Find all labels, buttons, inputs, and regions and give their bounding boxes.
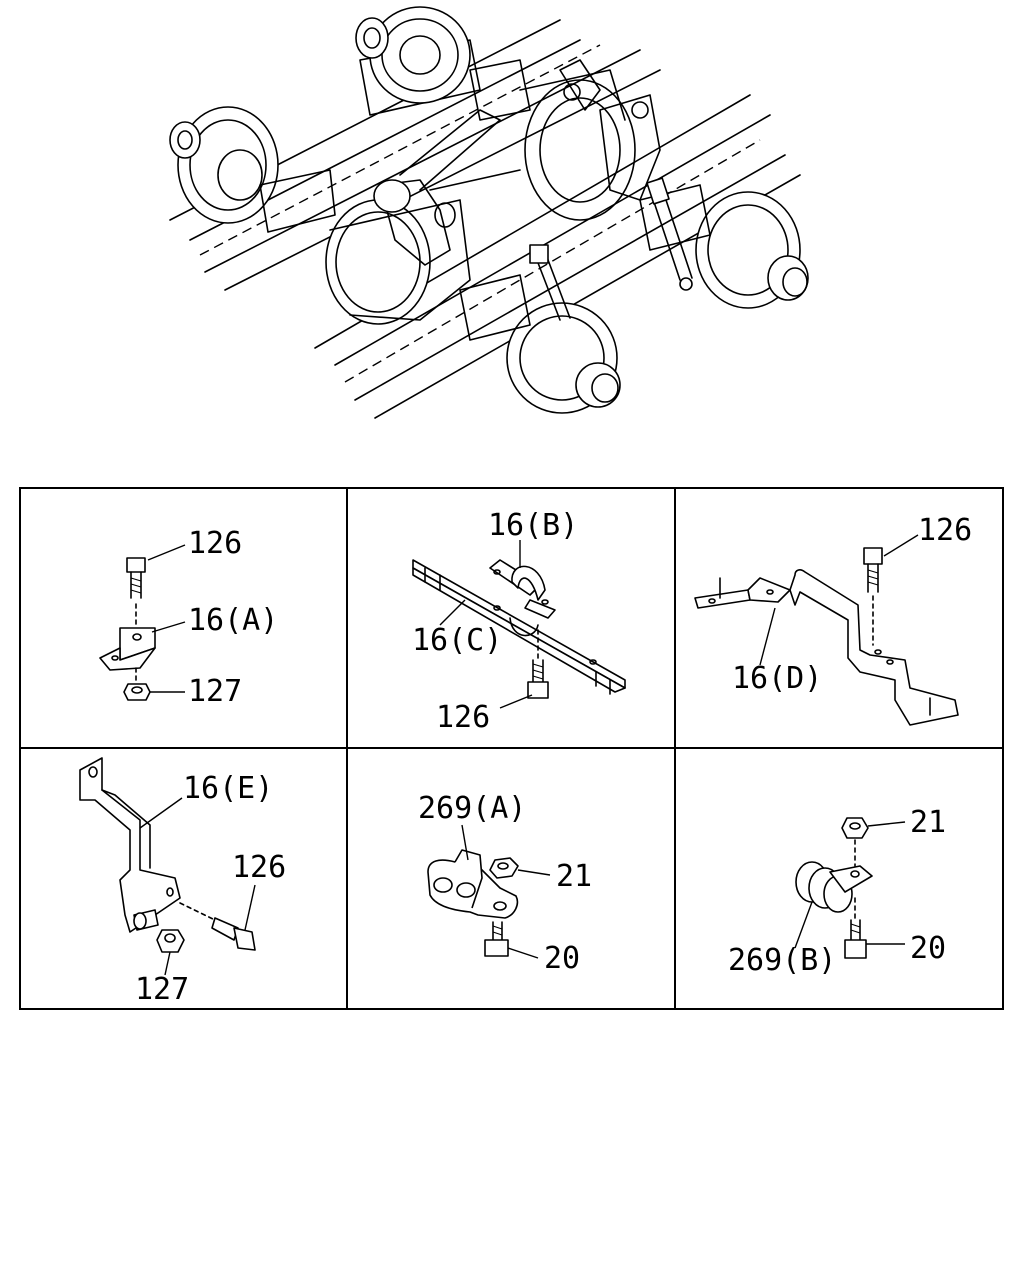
- front-right-hub: [459, 244, 621, 414]
- label-nut-21: 21: [556, 859, 592, 894]
- label-grommet-269b: 269(B): [728, 943, 836, 978]
- bolt-icon: [484, 921, 509, 957]
- panel-16b-16c: 16(B) 16(C) 126: [412, 508, 626, 735]
- label-grommet-269a: 269(A): [418, 791, 526, 826]
- label-bracket-16a: 16(A): [188, 603, 278, 638]
- stud-icon: [133, 909, 159, 931]
- panel-16d: 126 16(D): [694, 513, 972, 726]
- axle-assembly-illustration: [169, 6, 809, 419]
- label-bolt-20: 20: [910, 931, 946, 966]
- label-bracket-16e: 16(E): [183, 771, 273, 806]
- front-differential: [325, 109, 521, 325]
- shock-absorber: [646, 177, 693, 291]
- grommet-icon: [795, 861, 873, 913]
- label-bolt-126: 126: [232, 850, 286, 885]
- front-left-hub: [169, 106, 336, 233]
- panel-16e: 16(E) 126 127: [79, 757, 286, 1007]
- label-bolt-126: 126: [436, 700, 490, 735]
- bolt-icon: [527, 629, 549, 699]
- panel-269b: 21 269(B) 20: [728, 805, 946, 978]
- label-bracket-16c: 16(C): [412, 623, 502, 658]
- long-bracket-icon: [412, 559, 626, 695]
- rear-axle: [355, 6, 636, 221]
- nut-icon: [841, 817, 869, 839]
- label-nut-127: 127: [188, 674, 242, 709]
- label-nut-127: 127: [135, 972, 189, 1007]
- nut-icon: [156, 929, 185, 953]
- bracket-icon: [99, 627, 156, 671]
- label-bolt-126: 126: [188, 526, 242, 561]
- label-nut-21: 21: [910, 805, 946, 840]
- right-rear-hub: [599, 94, 809, 309]
- nut-icon: [489, 857, 519, 879]
- panel-16a: 126 16(A) 127: [99, 526, 278, 709]
- label-clamp-16b: 16(B): [488, 508, 578, 543]
- bolt-icon: [863, 547, 883, 646]
- bolt-icon: [844, 919, 867, 959]
- panel-269a: 269(A) 21 20: [418, 791, 592, 976]
- label-bolt-126: 126: [918, 513, 972, 548]
- grommet-icon: [427, 849, 519, 919]
- angled-bracket-icon: [79, 757, 181, 933]
- clamp-icon: [489, 559, 556, 637]
- bolt-icon: [126, 557, 146, 629]
- label-bolt-20: 20: [544, 941, 580, 976]
- bolt-icon: [179, 902, 256, 951]
- nut-icon: [123, 683, 151, 701]
- label-bracket-16d: 16(D): [732, 661, 822, 696]
- bent-bracket-icon: [694, 569, 959, 726]
- parts-grid: [19, 487, 1004, 1010]
